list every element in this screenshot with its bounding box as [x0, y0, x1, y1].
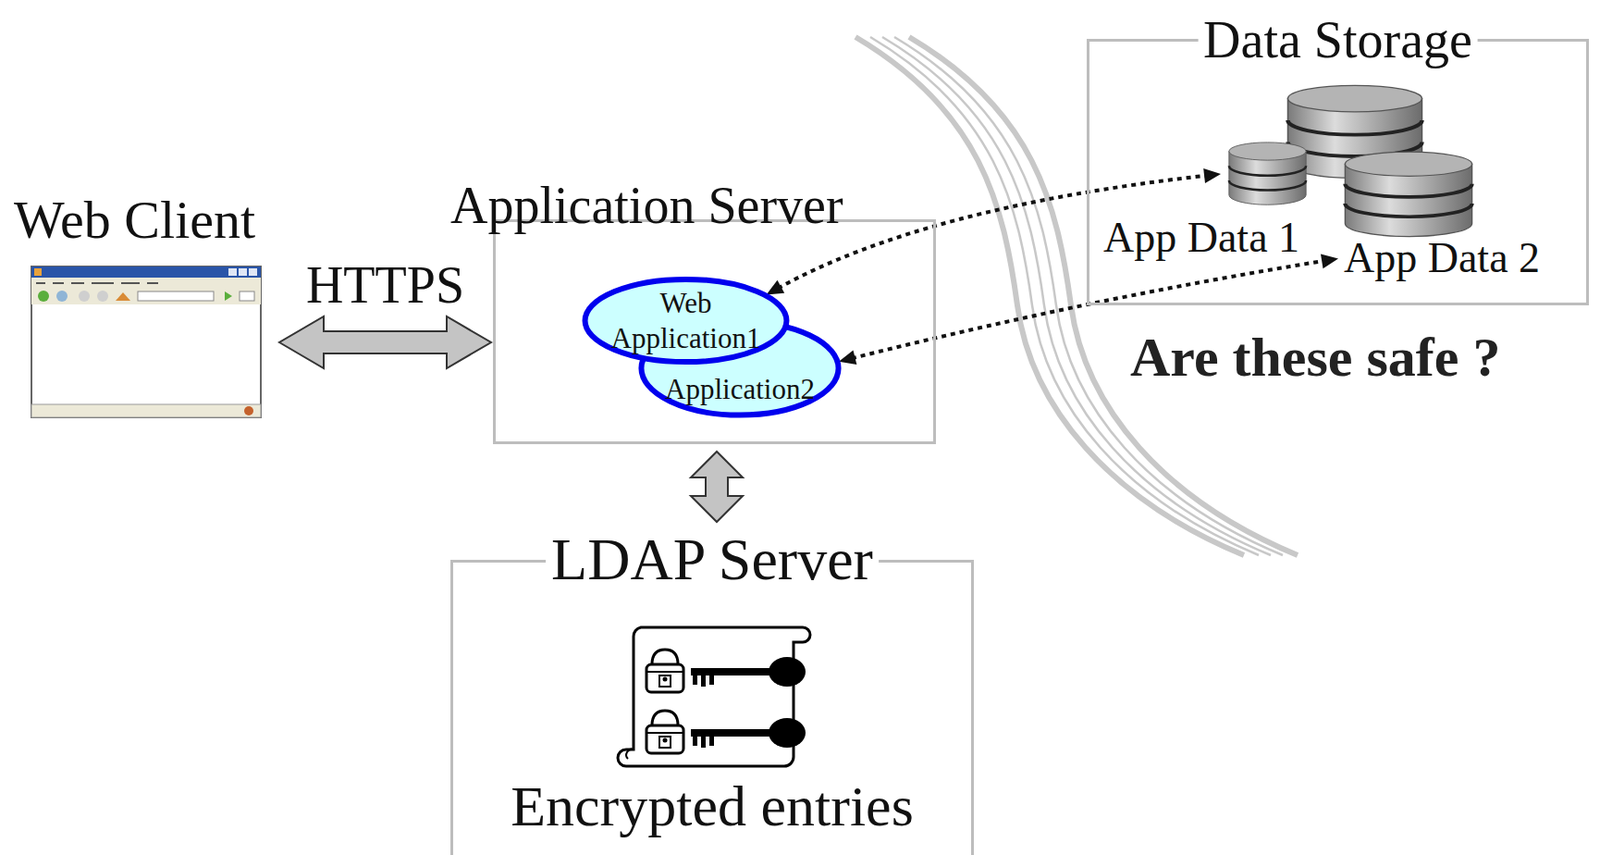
ellipse-label: Web Application1 [601, 285, 771, 355]
arrowhead [838, 350, 858, 366]
box-heading: LDAP Server [545, 525, 879, 594]
box-body: Encrypted entries [510, 773, 914, 839]
server-box: Application ServerWeb Application1Applic… [492, 219, 936, 444]
box-heading: Data Storage [1197, 10, 1478, 70]
arrowhead [1203, 168, 1221, 184]
box-heading: Application Server [444, 175, 850, 235]
encrypted-scroll-icon [613, 617, 826, 774]
database-cylinder [1228, 141, 1307, 207]
node-heading: Web Client [13, 189, 256, 252]
database-label: App Data 2 [1343, 233, 1540, 284]
edge-label: HTTPS [306, 255, 465, 315]
database-node: App Data 1 [1103, 134, 1335, 259]
question-note: Are these safe ? [1130, 325, 1501, 390]
database-label: App Data 1 [1103, 213, 1300, 263]
arrowhead [766, 280, 786, 296]
database-cylinder [1343, 150, 1474, 239]
database-node: App Data 2 [1341, 148, 1583, 288]
browser-icon [30, 265, 262, 419]
arrowhead [1320, 253, 1339, 269]
hollow-double-arrow [279, 316, 492, 369]
application-ellipse: Web Application1 [580, 275, 791, 366]
client-node: Web Client [13, 189, 278, 421]
server-box: Data StorageApp Data 1App Data 2 [1086, 38, 1589, 306]
hollow-double-arrow [690, 451, 743, 522]
ellipse-label: Application2 [664, 371, 815, 407]
server-box: LDAP ServerEncrypted entries [450, 559, 974, 855]
